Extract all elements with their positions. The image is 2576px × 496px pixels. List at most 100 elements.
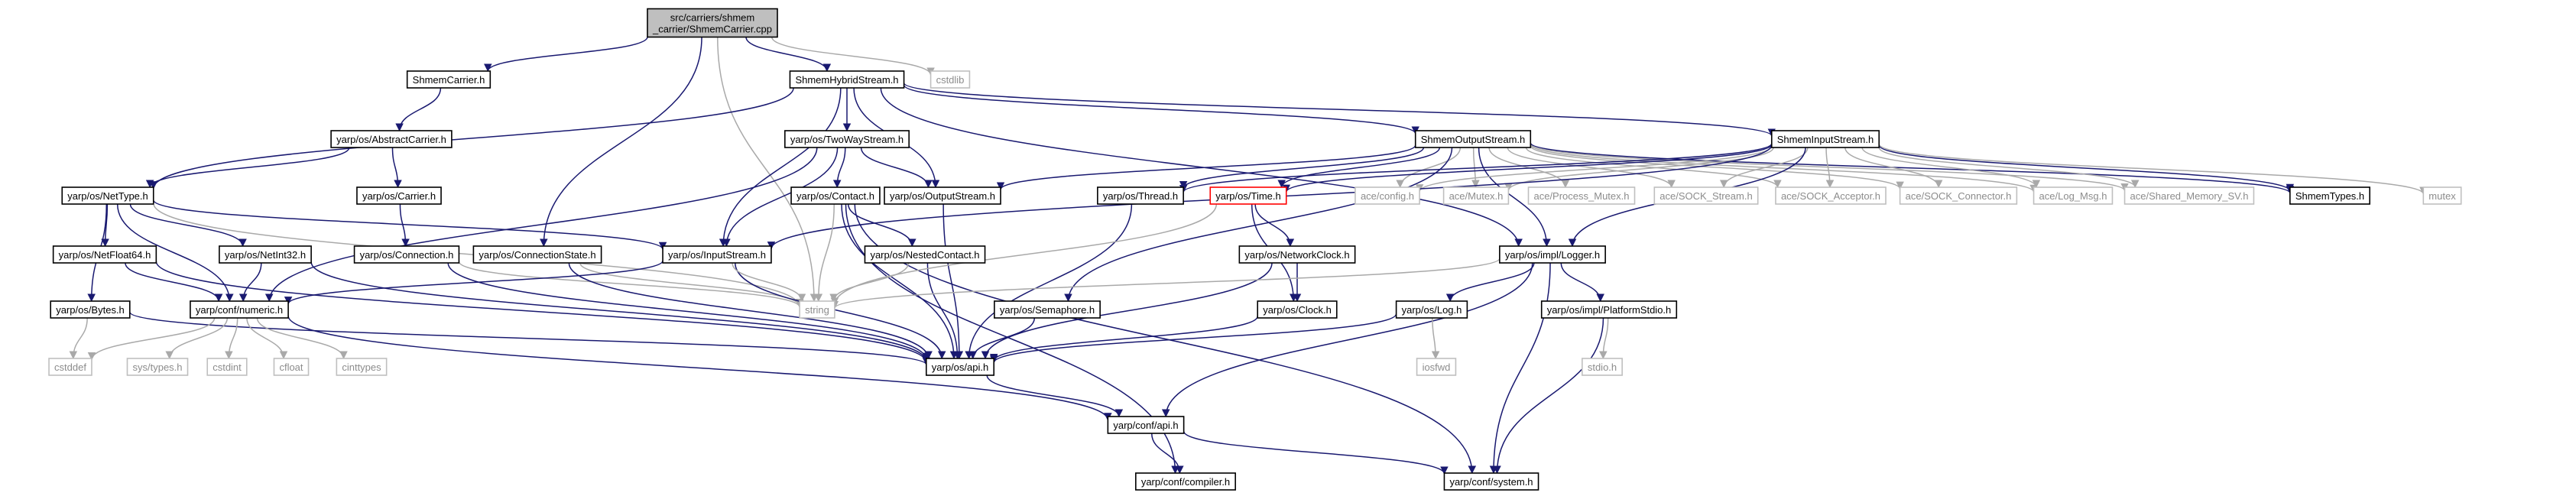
- node-contact[interactable]: yarp/os/Contact.h: [790, 186, 881, 205]
- node-shmemtypes[interactable]: ShmemTypes.h: [2289, 186, 2370, 205]
- node-platformstdio[interactable]: yarp/os/impl/PlatformStdio.h: [1540, 300, 1678, 319]
- node-box: [1209, 186, 1287, 205]
- node-systypes[interactable]: sys/types.h: [126, 358, 189, 376]
- node-acesockconnector[interactable]: ace/SOCK_Connector.h: [1899, 186, 2018, 205]
- node-box: [50, 300, 131, 319]
- node-connectionstate[interactable]: yarp/os/ConnectionState.h: [472, 245, 602, 264]
- edge-shmin-to-shmemtypes: [1878, 144, 2294, 193]
- node-root[interactable]: src/carriers/shmem_carrier/ShmemCarrier.…: [647, 8, 778, 38]
- node-shmout[interactable]: ShmemOutputStream.h: [1414, 130, 1532, 148]
- node-nettype[interactable]: yarp/os/NetType.h: [61, 186, 154, 205]
- node-shmin[interactable]: ShmemInputStream.h: [1770, 130, 1880, 148]
- node-connection[interactable]: yarp/os/Connection.h: [353, 245, 460, 264]
- node-mutex[interactable]: mutex: [2422, 186, 2462, 205]
- node-thread[interactable]: yarp/os/Thread.h: [1097, 186, 1184, 205]
- edge-inputstream-to-string: [732, 262, 806, 303]
- node-nestedcontact[interactable]: yarp/os/NestedContact.h: [864, 245, 986, 264]
- node-label: ace/SOCK_Acceptor.h: [1781, 190, 1880, 202]
- edge-shmout-to-acesockstream: [1507, 147, 1676, 189]
- edge-log-to-iosfwd: [1431, 317, 1440, 360]
- edge-nettype-to-netint32: [129, 203, 247, 248]
- node-cstddef[interactable]: cstddef: [48, 358, 92, 376]
- edge-shmout-to-acelogmsg: [1530, 144, 2038, 193]
- node-outputstream[interactable]: yarp/os/OutputStream.h: [884, 186, 1001, 205]
- node-log[interactable]: yarp/os/Log.h: [1395, 300, 1468, 319]
- node-label: yarp/conf/numeric.h: [196, 304, 283, 316]
- node-box: [1499, 245, 1606, 264]
- edge-confapi-to-compiler: [1150, 433, 1184, 475]
- node-system[interactable]: yarp/conf/system.h: [1443, 472, 1539, 491]
- node-logger[interactable]: yarp/os/impl/Logger.h: [1499, 245, 1606, 264]
- node-cfloat[interactable]: cfloat: [273, 358, 310, 376]
- node-bytes[interactable]: yarp/os/Bytes.h: [50, 300, 131, 319]
- node-clock[interactable]: yarp/os/Clock.h: [1257, 300, 1338, 319]
- node-osapi[interactable]: yarp/os/api.h: [925, 358, 995, 376]
- node-inputstream[interactable]: yarp/os/InputStream.h: [662, 245, 772, 264]
- edge-hybrid-to-nettype: [149, 87, 794, 190]
- node-acelogmsg[interactable]: ace/Log_Msg.h: [2033, 186, 2114, 205]
- node-semaphore[interactable]: yarp/os/Semaphore.h: [994, 300, 1101, 319]
- node-compiler[interactable]: yarp/conf/compiler.h: [1135, 472, 1236, 491]
- edge-netint32-to-numeric: [238, 262, 262, 303]
- edge-logger-to-log: [1445, 262, 1535, 303]
- node-numeric[interactable]: yarp/conf/numeric.h: [190, 300, 289, 319]
- edge-connection-to-string: [458, 261, 804, 308]
- node-hybrid[interactable]: ShmemHybridStream.h: [789, 70, 905, 89]
- node-label: cstdlib: [936, 74, 965, 86]
- node-box: [1540, 300, 1678, 319]
- edge-confapi-to-system: [1183, 430, 1449, 475]
- node-twoway[interactable]: yarp/os/TwoWayStream.h: [784, 130, 910, 148]
- edge-shmout-to-outputstream: [996, 144, 1416, 190]
- node-label: yarp/os/Contact.h: [796, 190, 874, 202]
- node-netfloat64[interactable]: yarp/os/NetFloat64.h: [52, 245, 157, 264]
- node-shmemcarrier[interactable]: ShmemCarrier.h: [406, 70, 492, 89]
- node-label: yarp/os/AbstractCarrier.h: [336, 134, 446, 145]
- node-acesockacceptor[interactable]: ace/SOCK_Acceptor.h: [1775, 186, 1887, 205]
- node-networkclock[interactable]: yarp/os/NetworkClock.h: [1238, 245, 1356, 264]
- node-label: cinttypes: [342, 361, 381, 373]
- node-netint32[interactable]: yarp/os/NetInt32.h: [219, 245, 312, 264]
- edge-shmout-to-acesockconnector: [1530, 145, 1904, 190]
- node-label: yarp/os/impl/Logger.h: [1505, 249, 1600, 261]
- edge-shmin-to-acesockacceptor: [1825, 147, 1835, 189]
- node-box: [1257, 300, 1338, 319]
- edge-bytes-to-cstddef: [69, 317, 88, 360]
- node-label: yarp/os/Log.h: [1402, 304, 1462, 316]
- edge-shmout-to-time: [1277, 147, 1441, 189]
- node-iosfwd[interactable]: iosfwd: [1416, 358, 1457, 376]
- node-label: ShmemHybridStream.h: [795, 74, 898, 86]
- node-acemutex[interactable]: ace/Mutex.h: [1442, 186, 1510, 205]
- node-stdioh[interactable]: stdio.h: [1582, 358, 1623, 376]
- node-cstdint[interactable]: cstdint: [206, 358, 248, 376]
- edge-twoway-to-outputstream: [860, 147, 933, 189]
- node-box: [1414, 130, 1532, 148]
- node-aceconfig[interactable]: ace/config.h: [1355, 186, 1420, 205]
- edge-outputstream-to-osapi: [942, 203, 964, 360]
- edge-shmout-to-logger: [1478, 147, 1551, 248]
- edge-logger-to-confapi: [1162, 262, 1533, 418]
- node-carrier[interactable]: yarp/os/Carrier.h: [356, 186, 442, 205]
- node-string[interactable]: string: [799, 300, 835, 319]
- edge-shmout-to-aceprocmutex: [1488, 147, 1570, 189]
- node-abstractcarrier[interactable]: yarp/os/AbstractCarrier.h: [330, 130, 453, 148]
- node-cstdlib[interactable]: cstdlib: [930, 70, 971, 89]
- node-time[interactable]: yarp/os/Time.h: [1209, 186, 1287, 205]
- edge-logger-to-platformstdio: [1560, 262, 1604, 303]
- node-confapi[interactable]: yarp/conf/api.h: [1107, 416, 1185, 434]
- node-aceshm[interactable]: ace/Shared_Memory_SV.h: [2123, 186, 2255, 205]
- edge-hybrid-to-shmout: [903, 84, 1419, 135]
- node-cinttypes[interactable]: cinttypes: [336, 358, 388, 376]
- node-label: yarp/os/Thread.h: [1103, 190, 1178, 202]
- node-box: [336, 358, 388, 376]
- node-label: ace/Log_Msg.h: [2039, 190, 2107, 202]
- node-label: yarp/conf/system.h: [1449, 476, 1533, 488]
- node-box: [472, 245, 602, 264]
- node-label: yarp/os/NetworkClock.h: [1244, 249, 1349, 261]
- edge-contact-to-osapi: [841, 203, 959, 360]
- node-aceprocmutex[interactable]: ace/Process_Mutex.h: [1527, 186, 1636, 205]
- edge-hybrid-to-inputstream: [719, 87, 842, 248]
- node-box: [1582, 358, 1623, 376]
- node-acesockstream[interactable]: ace/SOCK_Stream.h: [1653, 186, 1759, 205]
- edge-inputstream-to-osapi: [735, 262, 946, 360]
